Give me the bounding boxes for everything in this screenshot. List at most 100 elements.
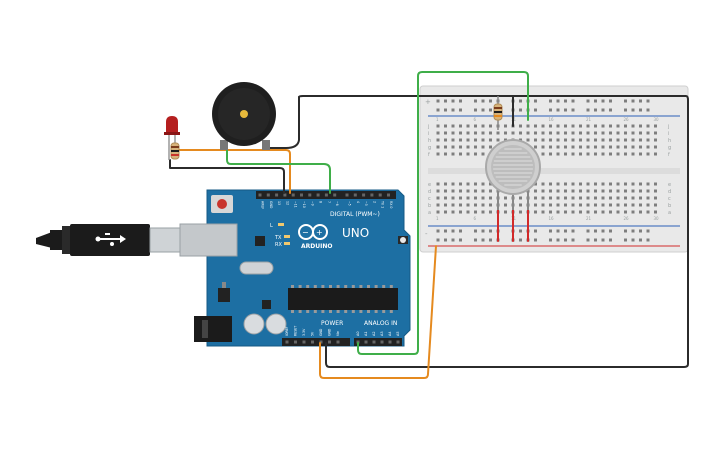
terminal-hole[interactable] [436, 196, 440, 200]
terminal-hole[interactable] [451, 131, 455, 135]
terminal-hole[interactable] [519, 203, 522, 207]
terminal-hole[interactable] [489, 131, 492, 135]
terminal-hole[interactable] [504, 138, 507, 142]
terminal-hole[interactable] [534, 182, 537, 186]
digital-pin[interactable] [333, 193, 337, 197]
terminal-hole[interactable] [571, 182, 575, 186]
digital-pin[interactable] [308, 193, 312, 197]
rail-hole[interactable] [489, 108, 492, 112]
terminal-hole[interactable] [534, 196, 537, 200]
rail-hole[interactable] [481, 108, 485, 112]
terminal-hole[interactable] [564, 145, 567, 149]
terminal-hole[interactable] [436, 189, 440, 193]
terminal-hole[interactable] [489, 203, 492, 207]
rail-hole[interactable] [451, 99, 455, 103]
rail-hole[interactable] [444, 108, 447, 112]
terminal-hole[interactable] [436, 182, 440, 186]
terminal-hole[interactable] [549, 131, 552, 135]
terminal-hole[interactable] [564, 203, 567, 207]
terminal-hole[interactable] [594, 124, 597, 128]
terminal-hole[interactable] [579, 203, 582, 207]
terminal-hole[interactable] [549, 189, 552, 193]
terminal-hole[interactable] [451, 203, 455, 207]
terminal-hole[interactable] [586, 152, 590, 156]
analog-pin[interactable] [372, 340, 376, 344]
wire-green-buzzer-8[interactable] [226, 147, 331, 194]
terminal-hole[interactable] [519, 138, 522, 142]
terminal-hole[interactable] [504, 203, 507, 207]
digital-pin[interactable] [316, 193, 320, 197]
rail-hole[interactable] [436, 238, 440, 242]
terminal-hole[interactable] [654, 182, 657, 186]
terminal-hole[interactable] [504, 124, 507, 128]
terminal-hole[interactable] [624, 196, 627, 200]
terminal-hole[interactable] [541, 182, 545, 186]
terminal-hole[interactable] [646, 152, 650, 156]
terminal-hole[interactable] [624, 182, 627, 186]
rail-hole[interactable] [481, 229, 485, 233]
terminal-hole[interactable] [579, 124, 582, 128]
terminal-hole[interactable] [481, 145, 485, 149]
terminal-hole[interactable] [579, 182, 582, 186]
terminal-hole[interactable] [504, 210, 507, 214]
terminal-hole[interactable] [609, 124, 612, 128]
terminal-hole[interactable] [594, 152, 597, 156]
power-pin[interactable] [328, 340, 331, 344]
terminal-hole[interactable] [564, 152, 567, 156]
terminal-hole[interactable] [541, 210, 545, 214]
led-resistor[interactable] [170, 142, 180, 160]
terminal-hole[interactable] [534, 145, 537, 149]
terminal-hole[interactable] [646, 203, 650, 207]
terminal-hole[interactable] [481, 182, 485, 186]
terminal-hole[interactable] [639, 189, 642, 193]
terminal-hole[interactable] [631, 196, 635, 200]
terminal-hole[interactable] [481, 210, 485, 214]
terminal-hole[interactable] [474, 196, 477, 200]
rail-hole[interactable] [586, 229, 590, 233]
terminal-hole[interactable] [609, 152, 612, 156]
terminal-hole[interactable] [624, 145, 627, 149]
terminal-hole[interactable] [646, 138, 650, 142]
wire-black-buzzer-lead[interactable] [265, 96, 300, 149]
terminal-hole[interactable] [646, 182, 650, 186]
terminal-hole[interactable] [654, 145, 657, 149]
rail-hole[interactable] [534, 229, 537, 233]
rail-hole[interactable] [601, 108, 605, 112]
terminal-hole[interactable] [474, 124, 477, 128]
terminal-hole[interactable] [601, 210, 605, 214]
terminal-hole[interactable] [586, 124, 590, 128]
rail-hole[interactable] [624, 238, 627, 242]
terminal-hole[interactable] [594, 182, 597, 186]
terminal-hole[interactable] [444, 138, 447, 142]
terminal-hole[interactable] [466, 145, 470, 149]
terminal-hole[interactable] [526, 124, 530, 128]
terminal-hole[interactable] [616, 152, 620, 156]
red-led[interactable] [164, 116, 180, 160]
rail-hole[interactable] [631, 99, 635, 103]
digital-pin[interactable] [291, 193, 295, 197]
rail-hole[interactable] [564, 238, 567, 242]
digital-pin[interactable] [266, 193, 270, 197]
terminal-hole[interactable] [444, 182, 447, 186]
terminal-hole[interactable] [481, 124, 485, 128]
terminal-hole[interactable] [474, 189, 477, 193]
terminal-hole[interactable] [474, 131, 477, 135]
rail-hole[interactable] [646, 229, 650, 233]
rail-hole[interactable] [646, 238, 650, 242]
terminal-hole[interactable] [474, 210, 477, 214]
rail-hole[interactable] [601, 99, 605, 103]
terminal-hole[interactable] [609, 145, 612, 149]
digital-pin[interactable] [345, 193, 349, 197]
rail-hole[interactable] [481, 238, 485, 242]
digital-pin[interactable] [300, 193, 303, 197]
terminal-hole[interactable] [466, 196, 470, 200]
terminal-hole[interactable] [579, 152, 582, 156]
terminal-hole[interactable] [549, 145, 552, 149]
terminal-hole[interactable] [564, 124, 567, 128]
power-pin[interactable] [336, 340, 340, 344]
analog-pin[interactable] [364, 340, 368, 344]
terminal-hole[interactable] [639, 196, 642, 200]
terminal-hole[interactable] [534, 131, 537, 135]
terminal-hole[interactable] [541, 131, 545, 135]
